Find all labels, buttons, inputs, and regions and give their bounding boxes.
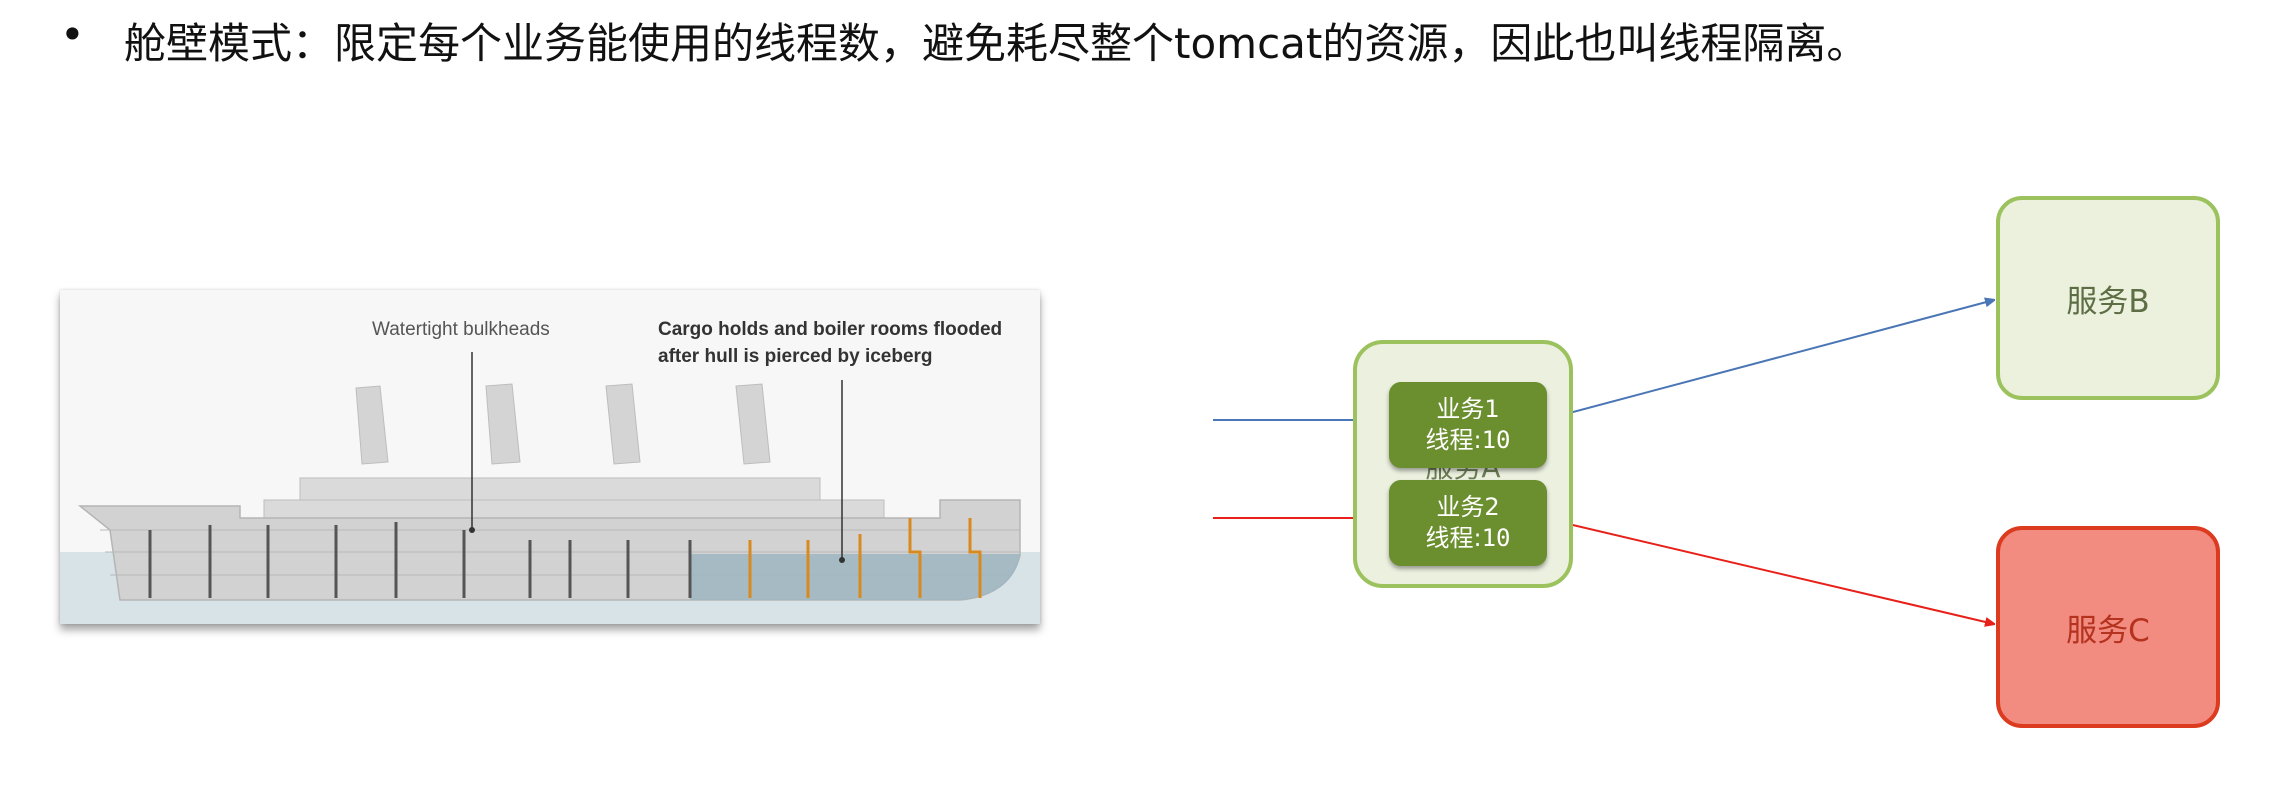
service-a-box: 服务A 业务1 线程:10 业务2 线程:10 (1353, 340, 1573, 588)
service-b-label: 服务B (2066, 283, 2150, 320)
service-b-box: 服务B (1996, 196, 2220, 400)
heading-text: 舱壁模式：限定每个业务能使用的线程数，避免耗尽整个tomcat的资源，因此也叫线… (124, 19, 1869, 68)
arrow-to-service-c (1542, 517, 1994, 624)
flooded-section (690, 554, 1020, 600)
business-2-box: 业务2 线程:10 (1389, 480, 1547, 566)
flooded-caption-line1: Cargo holds and boiler rooms flooded (658, 319, 1003, 340)
bulkheads-caption: Watertight bulkheads (372, 319, 550, 340)
business-2-threads: 线程:10 (1425, 524, 1511, 552)
business-1-threads: 线程:10 (1425, 426, 1511, 454)
service-c-box: 服务C (1996, 526, 2220, 728)
ship-illustration: Watertight bulkheads Cargo holds and boi… (60, 290, 1040, 624)
service-c-label: 服务C (2066, 612, 2150, 649)
bullet-icon: • (60, 10, 85, 59)
business-1-box: 业务1 线程:10 (1389, 382, 1547, 468)
business-2-name: 业务2 (1436, 493, 1500, 521)
arrow-to-service-b (1542, 300, 1994, 421)
ship-drawing (60, 352, 1040, 624)
bulkheads (148, 522, 692, 598)
flooded-bulkheads (748, 518, 982, 598)
flooded-caption-line2: after hull is pierced by iceberg (658, 346, 933, 367)
ship-funnels (355, 383, 771, 465)
business-1-name: 业务1 (1436, 395, 1500, 423)
